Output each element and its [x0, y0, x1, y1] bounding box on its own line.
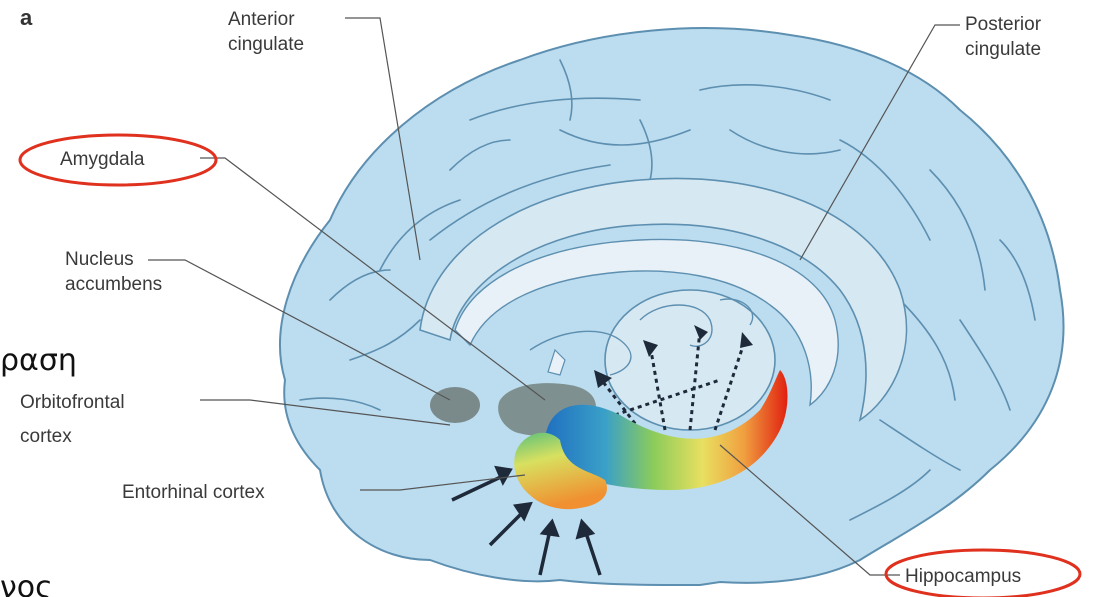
overlay-text-line2: νος [0, 570, 53, 597]
overlay-text-line1: ραση [0, 343, 77, 378]
label-anterior-cingulate-2: cingulate [228, 34, 304, 55]
nucleus-accumbens [430, 387, 480, 423]
label-anterior-cingulate: Anterior [228, 9, 295, 30]
label-orbitofrontal-cortex: Orbitofrontal [20, 392, 125, 413]
label-amygdala: Amygdala [60, 149, 145, 170]
label-posterior-cingulate-2: cingulate [965, 39, 1041, 60]
label-nucleus-accumbens: Nucleus [65, 249, 134, 270]
label-nucleus-accumbens-2: accumbens [65, 274, 162, 295]
panel-letter: a [20, 5, 33, 30]
label-posterior-cingulate: Posterior [965, 14, 1042, 35]
label-orbitofrontal-cortex-2: cortex [20, 426, 72, 447]
label-hippocampus: Hippocampus [905, 566, 1021, 587]
label-entorhinal-cortex: Entorhinal cortex [122, 482, 265, 503]
